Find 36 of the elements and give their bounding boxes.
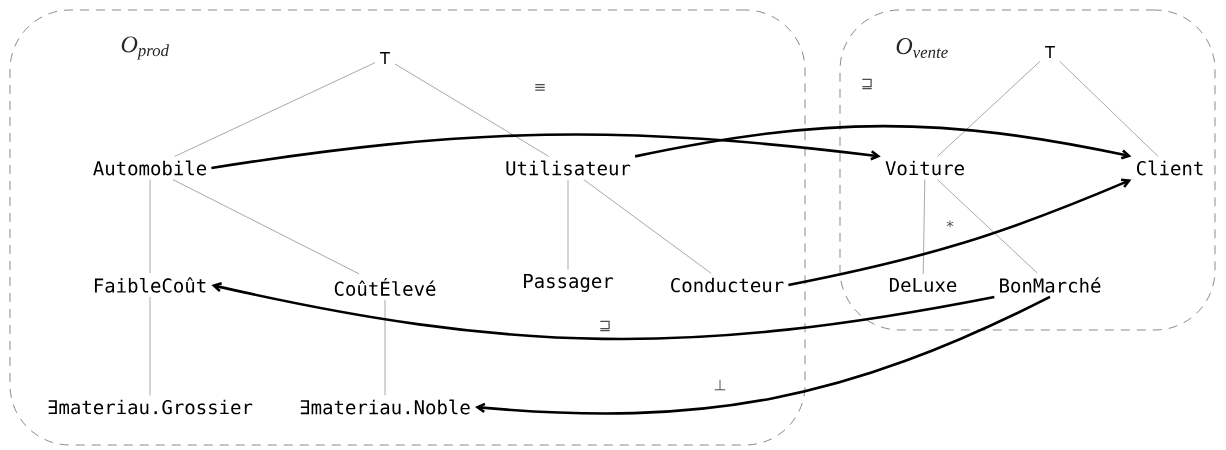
tree-line: [384, 299, 386, 396]
tree-line: [149, 179, 151, 274]
tree-line: [937, 60, 1041, 157]
tree-line: [174, 62, 376, 157]
concept-label: Voiture: [885, 160, 964, 176]
concept-label: FaibleCoût: [94, 277, 206, 293]
arrow: [211, 282, 995, 341]
tree-line: [922, 179, 926, 274]
concept-label: DeLuxe: [889, 277, 957, 293]
concept-label: ∃materiau.Grossier: [48, 399, 253, 415]
tree-line: [567, 179, 569, 271]
concept-label: Utilisateur: [506, 160, 631, 176]
concept-label: ⊤: [1045, 46, 1055, 58]
concept-label: Passager: [524, 274, 614, 292]
edge-label: ⊥: [712, 378, 728, 392]
tree-line: [937, 179, 1038, 274]
edge-label: *: [945, 219, 955, 233]
tree-line: [149, 296, 151, 396]
arrow: [788, 178, 1132, 287]
edge-label: ≡: [532, 82, 548, 93]
arrow: [211, 133, 881, 170]
concept-label: Client: [1137, 160, 1203, 176]
tree-line: [172, 179, 360, 275]
tree-line: [394, 63, 549, 157]
concept-label: CoûtÉlevé: [334, 278, 436, 296]
concept-label: Automobile: [93, 160, 207, 176]
concept-label: ⊤: [380, 52, 390, 64]
concept-label: ∃materiau.Noble: [300, 399, 470, 415]
tree-line: [583, 179, 712, 274]
arrow: [634, 124, 1132, 160]
edge-label: ⊒: [859, 77, 875, 91]
concept-label: Conducteur: [671, 277, 784, 293]
tree-line: [1059, 61, 1159, 157]
arrow: [475, 295, 1051, 415]
edge-label: ⊒: [597, 319, 613, 333]
concept-label: BonMarché: [1000, 277, 1101, 293]
